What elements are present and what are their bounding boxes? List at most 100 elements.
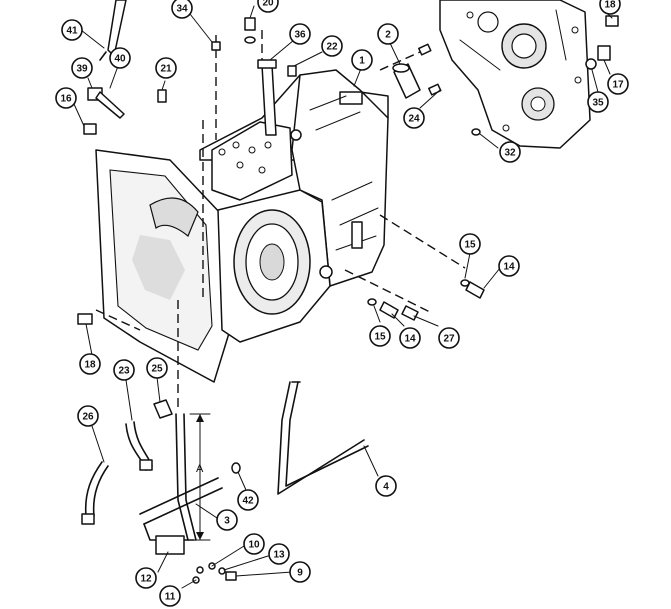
callout-label: 18 [604,0,616,11]
callout-label: 24 [408,114,420,125]
callout-circle [71,57,93,79]
callout-label: 36 [294,30,306,41]
callout-label: 2 [385,30,391,41]
callout-label: 21 [160,64,172,75]
callout-32: 32 [499,141,521,163]
callout-3: 3 [216,509,238,531]
callout-circle [243,533,265,555]
callout-label: 40 [114,54,126,65]
callout-35: 35 [587,91,609,113]
callout-20: 20 [257,0,279,13]
callout-label: 20 [262,0,274,9]
callout-label: 14 [503,262,515,273]
callout-circle [499,141,521,163]
callout-15: 15 [369,325,391,347]
callout-label: 10 [248,540,260,551]
callout-22: 22 [321,35,343,57]
callout-circle [321,35,343,57]
callout-circle [171,0,193,19]
callout-circle [498,255,520,277]
callout-circle [403,107,425,129]
callout-24: 24 [403,107,425,129]
callout-15: 15 [459,233,481,255]
callout-14: 14 [399,327,421,349]
leader-lines [73,5,613,589]
assembly-centerlines [95,30,466,412]
callout-label: 26 [82,412,94,423]
callout-18: 18 [79,353,101,375]
callout-label: 23 [118,366,130,377]
callout-10: 10 [243,533,265,555]
callout-39: 39 [71,57,93,79]
dimension-a: A [189,413,211,541]
callout-label: 9 [297,568,303,579]
callout-label: 35 [592,98,604,109]
callout-2: 2 [377,23,399,45]
callout-circle [369,325,391,347]
callout-label: 32 [504,148,516,159]
callout-4: 4 [375,475,397,497]
callout-circle [459,233,481,255]
callout-label: 41 [66,26,78,37]
callout-1: 1 [351,49,373,71]
callout-12: 12 [135,567,157,589]
callout-label: 14 [404,334,416,345]
callout-41: 41 [61,19,83,41]
callout-label: 27 [443,334,455,345]
callout-16: 16 [55,87,77,109]
callout-circle [599,0,621,15]
callout-label: 12 [140,574,152,585]
callout-label: 13 [273,550,285,561]
callout-18: 18 [599,0,621,15]
callout-label: 11 [165,592,176,603]
callout-circle [61,19,83,41]
callout-42: 42 [237,489,259,511]
callout-label: 4 [383,482,389,493]
callout-circle [375,475,397,497]
callout-circle [113,359,135,381]
callout-label: 16 [60,94,72,105]
callout-label: 39 [76,64,88,75]
callout-34: 34 [171,0,193,19]
callout-label: 18 [84,360,96,371]
callout-9: 9 [289,561,311,583]
callout-circle [351,49,373,71]
callout-label: 3 [224,516,230,527]
callout-circle [587,91,609,113]
callout-label: 15 [374,332,386,343]
callout-circle [257,0,279,13]
callout-circle [289,561,311,583]
callout-13: 13 [268,543,290,565]
dimension-a-label: A [196,463,204,475]
callout-27: 27 [438,327,460,349]
callout-40: 40 [109,47,131,69]
callout-14: 14 [498,255,520,277]
callout-circle [237,489,259,511]
callout-23: 23 [113,359,135,381]
callout-circle [77,405,99,427]
callout-36: 36 [289,23,311,45]
callout-label: 42 [242,496,254,507]
callout-circle [216,509,238,531]
callout-circle [607,73,629,95]
callout-label: 25 [151,364,163,375]
callout-circle [438,327,460,349]
callout-circle [377,23,399,45]
callout-label: 1 [359,56,365,67]
callout-11: 11 [159,585,181,607]
callout-circle [289,23,311,45]
callout-circle [135,567,157,589]
transmission-housing [95,69,389,383]
callout-circle [399,327,421,349]
small-parts [77,0,619,584]
callout-label: 17 [612,80,624,91]
callout-circle [146,357,168,379]
callout-label: 15 [464,240,476,251]
callout-label: 22 [326,42,338,53]
callout-circle [79,353,101,375]
callout-25: 25 [146,357,168,379]
callout-circle [109,47,131,69]
